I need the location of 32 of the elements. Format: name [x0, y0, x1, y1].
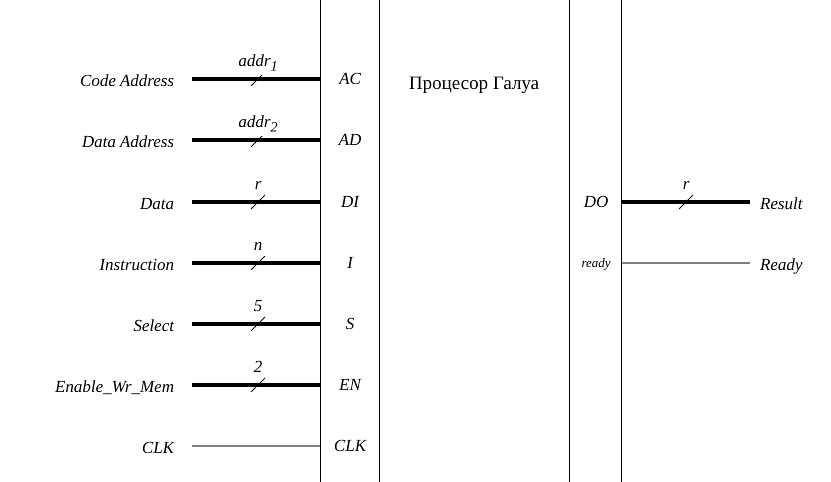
signal-name: Select: [40, 312, 174, 340]
signal-line: [192, 383, 320, 387]
signal-name: CLK: [40, 434, 174, 462]
signal-line: [192, 322, 320, 326]
edge-label: addr$_{2}$: [237, 113, 279, 136]
port-label: CLK: [321, 432, 379, 460]
signal-name: Ready: [760, 251, 830, 279]
signal-name: Result: [760, 190, 830, 218]
edge-label: 2: [252, 358, 264, 375]
signal-name: Data Address: [40, 118, 174, 166]
signal-line: [192, 200, 320, 204]
signal-name: Data: [40, 190, 174, 218]
port-label: AD: [321, 126, 379, 154]
port-label: S: [321, 310, 379, 338]
block-title: Процесор Галуа: [408, 72, 540, 95]
port-label: AC: [321, 65, 379, 93]
edge-label: addr$_{1}$: [237, 52, 279, 76]
port-label: I: [321, 249, 379, 277]
processor-block: [320, 0, 622, 482]
port-label: DO: [569, 188, 623, 216]
signal-line: [192, 77, 320, 81]
signal-name: Code Address: [40, 57, 174, 105]
port-label: ready: [569, 249, 623, 277]
edge-label: 5: [252, 297, 264, 314]
signal-line: [622, 200, 750, 204]
signal-name: Instruction: [20, 251, 174, 279]
signal-line: [622, 262, 750, 264]
port-label: DI: [321, 188, 379, 216]
signal-name: Enable_Wr_Mem: [0, 373, 174, 401]
signal-line: [192, 138, 320, 142]
port-label: EN: [321, 371, 379, 399]
signal-line: [192, 261, 320, 265]
